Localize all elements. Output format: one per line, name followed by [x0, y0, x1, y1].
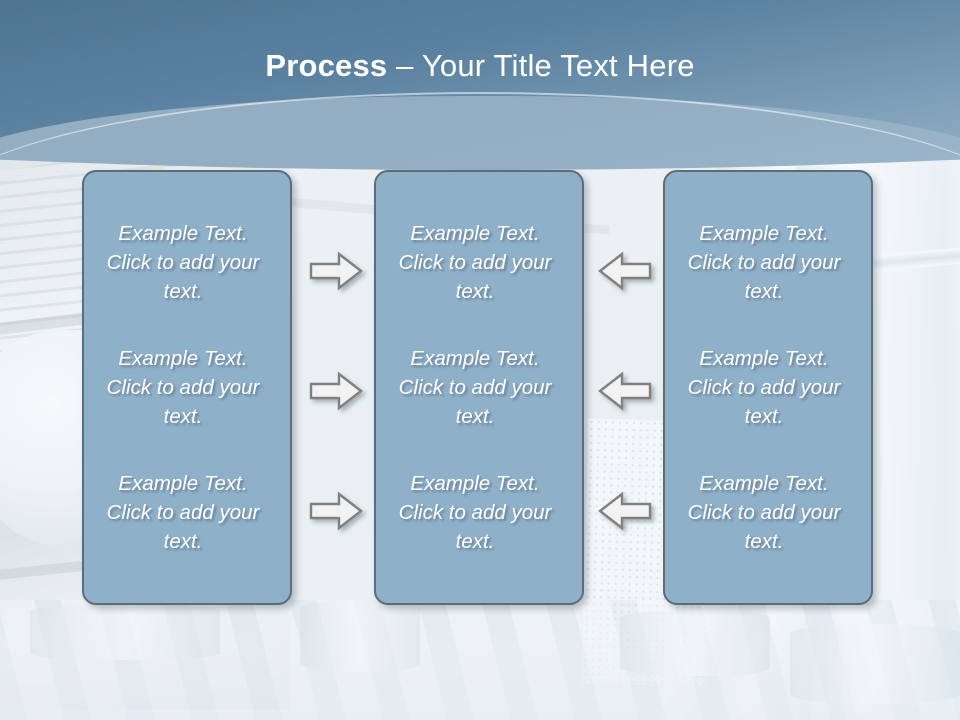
- arrow-right-icon[interactable]: [309, 251, 363, 291]
- process-text-item[interactable]: Example Text. Click to add your text.: [106, 471, 260, 554]
- process-text-item[interactable]: Example Text. Click to add your text.: [687, 221, 841, 304]
- process-box-column-3[interactable]: Example Text. Click to add your text. Ex…: [663, 170, 873, 605]
- arrow-right-icon[interactable]: [309, 371, 363, 411]
- process-text-item[interactable]: Example Text. Click to add your text.: [398, 471, 552, 554]
- page-title: Process – Your Title Text Here: [0, 48, 960, 84]
- page-title-bold: Process: [265, 48, 388, 83]
- process-text-item[interactable]: Example Text. Click to add your text.: [398, 221, 552, 304]
- process-box-column-2[interactable]: Example Text. Click to add your text. Ex…: [374, 170, 584, 605]
- arrow-left-icon[interactable]: [598, 371, 652, 411]
- process-text-item[interactable]: Example Text. Click to add your text.: [106, 346, 260, 429]
- process-text-item[interactable]: Example Text. Click to add your text.: [687, 471, 841, 554]
- process-text-item[interactable]: Example Text. Click to add your text.: [398, 346, 552, 429]
- process-text-item[interactable]: Example Text. Click to add your text.: [687, 346, 841, 429]
- arrow-left-icon[interactable]: [598, 491, 652, 531]
- process-text-item[interactable]: Example Text. Click to add your text.: [106, 221, 260, 304]
- arrow-right-icon[interactable]: [309, 491, 363, 531]
- page-title-rest: – Your Title Text Here: [387, 48, 695, 83]
- process-box-column-1[interactable]: Example Text. Click to add your text. Ex…: [82, 170, 292, 605]
- header-arc-line: [0, 92, 960, 214]
- arrow-left-icon[interactable]: [598, 251, 652, 291]
